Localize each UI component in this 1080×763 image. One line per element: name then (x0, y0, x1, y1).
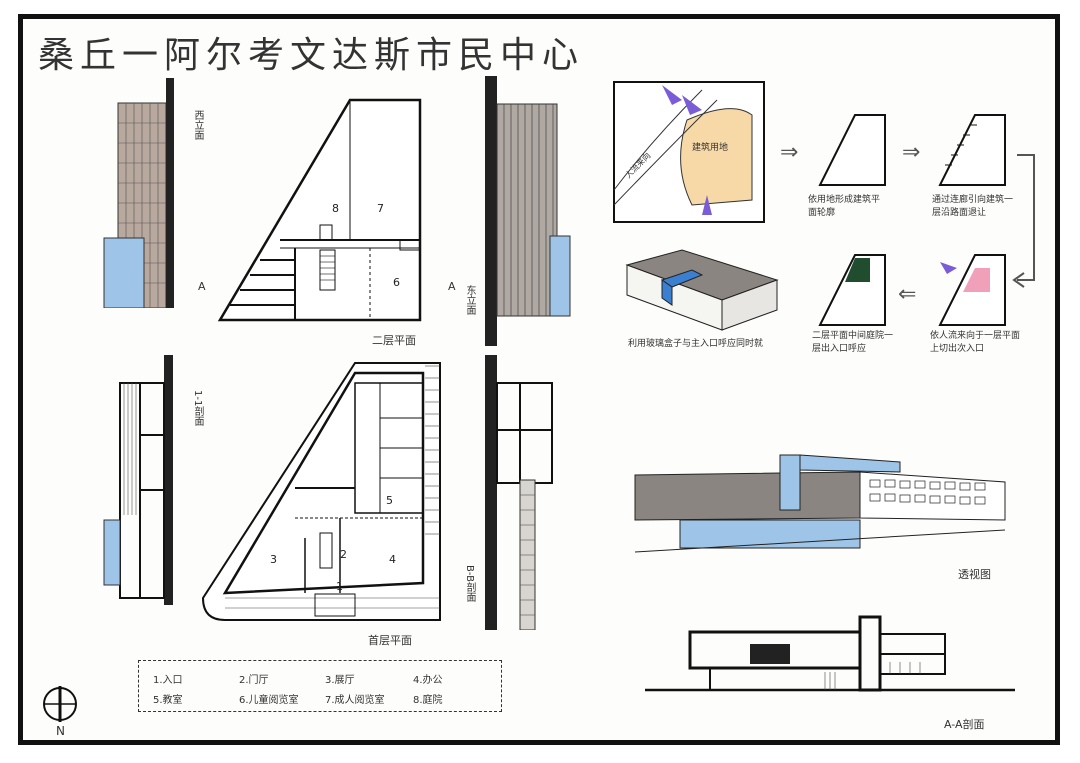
step3-caption: 利用玻璃盒子与主入口呼应同时就 (628, 339, 764, 349)
legend-item-5: 5.教室 (153, 695, 183, 706)
site-diagram (613, 81, 765, 223)
step2-diagram (938, 114, 1006, 186)
room-number-2: 2 (340, 548, 347, 561)
room-number-5: 5 (386, 494, 393, 507)
arrow-2: ⇒ (902, 140, 921, 165)
section-mark-a-right: A (448, 280, 456, 293)
second-floor-plan (217, 98, 422, 322)
room-number-7: 7 (377, 202, 384, 215)
section-b-b (485, 355, 553, 630)
north-label: N (56, 724, 65, 738)
arrow-3: ⇐ (898, 282, 917, 307)
room-number-8: 8 (332, 202, 339, 215)
section-1-1-label: 1-1剖面 (192, 390, 203, 427)
step1-caption: 依用地形成建筑平面轮廓 (808, 195, 881, 218)
section-1-1 (103, 355, 173, 605)
sheet-title: 桑丘一阿尔考文达斯市民中心 (38, 35, 585, 76)
section-b-b-label: B-B剖面 (464, 565, 475, 602)
room-number-6: 6 (393, 276, 400, 289)
legend: 1.入口 2.门厅 3.展厅 4.办公 5.教室 6.儿童阅览室 7.成人阅览室… (138, 660, 502, 712)
step4-caption: 二层平面中间庭院一层出入口呼应 (812, 331, 894, 354)
arrow-1: ⇒ (780, 140, 799, 165)
legend-item-2: 2.门厅 (239, 675, 269, 686)
step5-diagram (938, 254, 1006, 326)
legend-item-1: 1.入口 (153, 675, 183, 686)
step1-diagram (818, 114, 886, 186)
legend-item-8: 8.庭院 (413, 695, 443, 706)
perspective-view (634, 454, 1006, 553)
flow-arrow-down (1012, 154, 1035, 288)
section-a-a-label: A-A剖面 (944, 718, 985, 731)
ground-floor-label: 首层平面 (368, 634, 412, 647)
second-floor-label: 二层平面 (372, 334, 416, 347)
legend-item-4: 4.办公 (413, 675, 443, 686)
east-elevation-label: 东立面 (464, 285, 475, 315)
east-elevation (485, 76, 571, 346)
room-number-1: 1 (336, 580, 343, 593)
legend-item-6: 6.儿童阅览室 (239, 695, 299, 706)
section-a-a (645, 615, 1015, 692)
perspective-label: 透视图 (958, 568, 991, 581)
room-number-3: 3 (270, 553, 277, 566)
legend-item-7: 7.成人阅览室 (325, 695, 385, 706)
ground-floor-plan (201, 362, 441, 621)
site-label: 建筑用地 (692, 143, 729, 153)
section-mark-a-left: A (198, 280, 206, 293)
north-arrow-icon (43, 686, 77, 722)
step2-caption: 通过连廊引向建筑一层沿路面退让 (932, 195, 1014, 218)
step4-diagram (818, 254, 886, 326)
west-elevation (103, 78, 174, 308)
axonometric-diagram (625, 249, 779, 331)
step5-caption: 依人流来向于一层平面上切出次入口 (930, 331, 1021, 354)
legend-item-3: 3.展厅 (325, 675, 355, 686)
west-elevation-label: 西立面 (192, 110, 203, 140)
room-number-4: 4 (389, 553, 396, 566)
